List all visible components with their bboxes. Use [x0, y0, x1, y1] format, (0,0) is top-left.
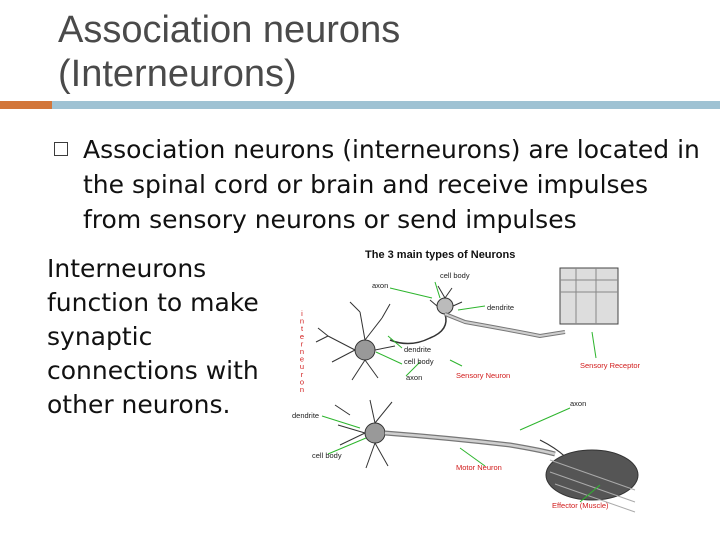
bullet-square-icon: [54, 142, 68, 156]
label-cell-body-top: cell body: [440, 271, 470, 280]
label-cell-body-bottom: cell body: [312, 451, 342, 460]
motor-neuron: [334, 399, 639, 513]
label-interneuron-letter: e: [300, 355, 304, 364]
label-pointers: [321, 281, 601, 503]
label-sensory-receptors: Sensory Receptors: [580, 361, 640, 370]
label-interneuron-letter: u: [300, 362, 304, 371]
neuron-diagram-svg: The 3 main types of Neurons: [292, 249, 640, 513]
label-interneuron-letter: r: [301, 370, 304, 379]
slide-title: Association neurons (Interneurons): [58, 9, 401, 95]
label-interneuron-letter: n: [300, 317, 304, 326]
label-axon-right: axon: [570, 399, 586, 408]
label-interneuron-letter: r: [301, 339, 304, 348]
label-effector: Effector (Muscle): [552, 501, 609, 510]
title-rule-accent: [0, 101, 52, 109]
label-interneuron-letter: t: [301, 324, 304, 333]
label-sensory-neuron: Sensory Neuron: [456, 371, 510, 380]
label-interneuron-letter: o: [300, 377, 304, 386]
label-dendrite-mid: dendrite: [404, 345, 431, 354]
label-interneuron-letter: i: [301, 309, 303, 318]
label-interneuron-vertical: interneuron: [300, 309, 304, 394]
label-interneuron-letter: n: [300, 347, 304, 356]
bullet-text: Association neurons (interneurons) are l…: [83, 135, 700, 234]
title-rule: [52, 101, 720, 109]
label-dendrite-top: dendrite: [487, 303, 514, 312]
label-axon-mid: axon: [406, 373, 422, 382]
label-interneuron-letter: n: [300, 385, 304, 394]
neuron-diagram: The 3 main types of Neurons: [280, 240, 640, 518]
diagram-title: The 3 main types of Neurons: [365, 249, 515, 261]
interneuron: [315, 301, 396, 381]
label-interneuron-letter: e: [300, 332, 304, 341]
label-axon-top: axon: [372, 281, 388, 290]
side-text: Interneurons function to make synaptic c…: [47, 254, 259, 419]
label-dendrite-left: dendrite: [292, 411, 319, 420]
sensory-neuron: [389, 267, 619, 345]
label-cell-body-mid: cell body: [404, 357, 434, 366]
label-motor-neuron: Motor Neuron: [456, 463, 502, 472]
